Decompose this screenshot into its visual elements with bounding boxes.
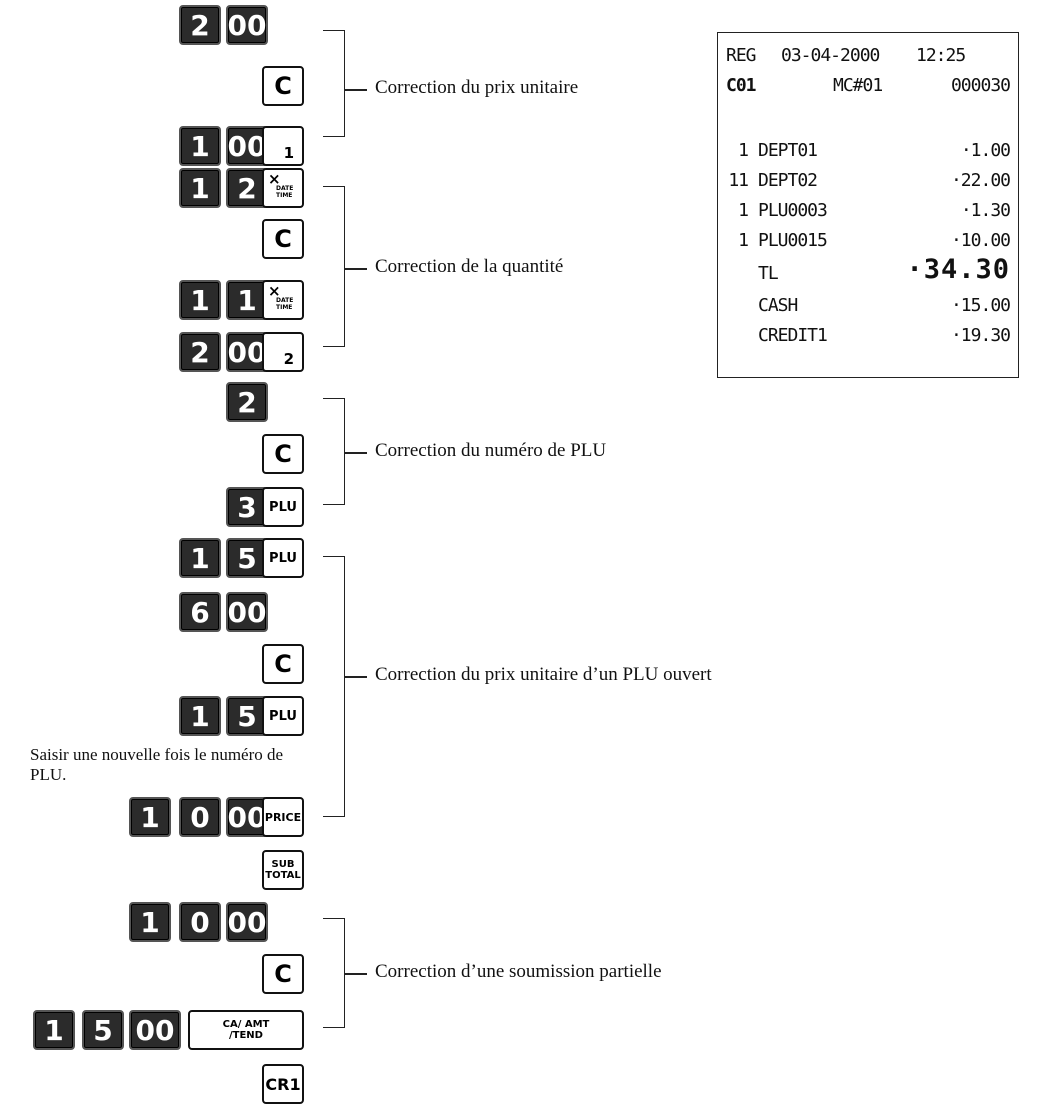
key-1[interactable]: 1 [179, 168, 221, 208]
key-clear[interactable]: C [262, 644, 304, 684]
key-1[interactable]: 1 [33, 1010, 75, 1050]
receipt-item-qty: 1 [738, 200, 749, 221]
multiply-icon: × [268, 170, 281, 188]
key-1[interactable]: 1 [129, 797, 171, 837]
bracket-tick [345, 973, 367, 975]
key-1[interactable]: 1 [179, 126, 221, 166]
key-total-label: TOTAL [265, 870, 301, 881]
key-6[interactable]: 6 [179, 592, 221, 632]
receipt-item-amount: ·1.00 [960, 140, 1011, 161]
multiply-icon: × [268, 282, 281, 300]
receipt-total-label: TL [758, 263, 779, 284]
key-ca-amt-tend[interactable]: CA/ AMT /TEND [188, 1010, 304, 1050]
key-5[interactable]: 5 [82, 1010, 124, 1050]
key-sub-label: SUB [271, 859, 295, 870]
key-2[interactable]: 2 [226, 382, 268, 422]
note-ressaisir-plu: Saisir une nouvelle fois le numéro de PL… [30, 745, 284, 784]
receipt-total-amount: ·34.30 [906, 254, 1010, 285]
key-clear[interactable]: C [262, 954, 304, 994]
key-2[interactable]: 2 [226, 168, 268, 208]
key-plu[interactable]: PLU [262, 538, 304, 578]
key-00[interactable]: 00 [129, 1010, 181, 1050]
receipt-item-name: DEPT01 [758, 140, 818, 161]
label-correction-prix-unitaire: Correction du prix unitaire [375, 77, 579, 98]
receipt-clerk: C01 [726, 75, 756, 96]
receipt-item-name: PLU0015 [758, 230, 828, 251]
key-1[interactable]: 1 [226, 280, 268, 320]
receipt-date: 03-04-2000 [781, 45, 880, 66]
receipt-item-amount: ·10.00 [950, 230, 1011, 251]
receipt-item-qty: 11 [728, 170, 749, 191]
bracket-quantite [323, 186, 345, 347]
key-00[interactable]: 00 [226, 902, 268, 942]
key-2[interactable]: 2 [179, 5, 221, 45]
receipt-item-name: PLU0003 [758, 200, 828, 221]
label-correction-prix-plu-ouvert: Correction du prix unitaire d’un PLU ouv… [375, 664, 712, 685]
receipt-credit-amount: ·19.30 [950, 325, 1011, 346]
bracket-tick [345, 268, 367, 270]
key-00[interactable]: 00 [226, 797, 268, 837]
receipt-time: 12:25 [916, 45, 966, 66]
key-0[interactable]: 0 [179, 902, 221, 942]
key-plu[interactable]: PLU [262, 487, 304, 527]
key-multiply-date-time[interactable]: × DATE TIME [262, 280, 304, 320]
receipt-item-qty: 1 [738, 140, 749, 161]
key-0[interactable]: 0 [179, 797, 221, 837]
key-time-label: TIME [276, 192, 293, 199]
key-price[interactable]: PRICE [262, 797, 304, 837]
receipt-machine: MC#01 [833, 75, 883, 96]
key-5[interactable]: 5 [226, 538, 268, 578]
key-1[interactable]: 1 [179, 696, 221, 736]
receipt-item-name: DEPT02 [758, 170, 818, 191]
key-plu[interactable]: PLU [262, 696, 304, 736]
receipt-item-qty: 1 [738, 230, 749, 251]
key-dept-1[interactable]: 1 [262, 126, 304, 166]
label-correction-quantite: Correction de la quantité [375, 256, 564, 277]
bracket-numero-plu [323, 398, 345, 505]
receipt: REG 03-04-2000 12:25 C01 MC#01 000030 1 … [717, 32, 1019, 378]
key-clear[interactable]: C [262, 219, 304, 259]
key-ca-amt-label: CA/ AMT [222, 1019, 270, 1030]
receipt-mode: REG [726, 45, 756, 66]
bracket-tick [345, 452, 367, 454]
receipt-item-amount: ·22.00 [950, 170, 1011, 191]
key-date-label: DATE [276, 297, 294, 304]
key-2[interactable]: 2 [179, 332, 221, 372]
key-subtotal[interactable]: SUB TOTAL [262, 850, 304, 890]
key-cr1[interactable]: CR1 [262, 1064, 304, 1104]
key-00[interactable]: 00 [226, 592, 268, 632]
key-tend-label: /TEND [229, 1030, 263, 1041]
key-1[interactable]: 1 [129, 902, 171, 942]
bracket-soumission-partielle [323, 918, 345, 1028]
key-00[interactable]: 00 [226, 126, 268, 166]
key-multiply-date-time[interactable]: × DATE TIME [262, 168, 304, 208]
receipt-cash-amount: ·15.00 [950, 295, 1011, 316]
key-date-label: DATE [276, 185, 294, 192]
bracket-prix-unitaire [323, 30, 345, 137]
bracket-prix-plu-ouvert [323, 556, 345, 817]
key-1[interactable]: 1 [179, 280, 221, 320]
receipt-item-amount: ·1.30 [960, 200, 1011, 221]
label-correction-soumission-partielle: Correction d’une soumission partielle [375, 961, 662, 982]
receipt-cash-label: CASH [758, 295, 798, 316]
key-clear[interactable]: C [262, 434, 304, 474]
key-dept-2[interactable]: 2 [262, 332, 304, 372]
key-1[interactable]: 1 [179, 538, 221, 578]
bracket-tick [345, 676, 367, 678]
key-clear[interactable]: C [262, 66, 304, 106]
bracket-tick [345, 89, 367, 91]
key-00[interactable]: 00 [226, 5, 268, 45]
key-time-label: TIME [276, 304, 293, 311]
receipt-consecutive-number: 000030 [950, 75, 1011, 96]
key-5[interactable]: 5 [226, 696, 268, 736]
label-correction-numero-plu: Correction du numéro de PLU [375, 440, 607, 461]
receipt-credit-label: CREDIT1 [758, 325, 828, 346]
